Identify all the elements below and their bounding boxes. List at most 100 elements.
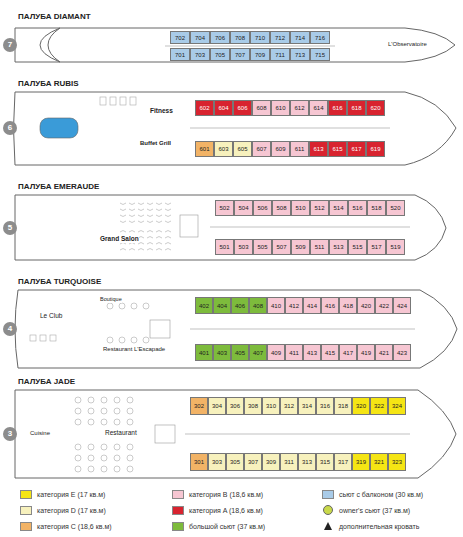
table — [119, 337, 125, 343]
cabin-number: 510 — [295, 205, 305, 211]
cabin: 323 — [388, 453, 406, 471]
seat-row — [165, 231, 171, 233]
cabin: 710 — [250, 31, 270, 44]
cabin: 716 — [310, 31, 330, 44]
cabin: 619 — [366, 141, 385, 157]
cabin: 607 — [252, 141, 271, 157]
cabin: 611 — [290, 141, 309, 157]
cabin: 608 — [252, 100, 271, 116]
cabin-number: 319 — [356, 459, 366, 465]
cabin: 606 — [233, 100, 252, 116]
cabin-number: 420 — [361, 303, 371, 309]
table — [127, 455, 133, 461]
table — [107, 303, 113, 309]
cabin-number: 515 — [352, 244, 362, 250]
cabin-number: 312 — [284, 403, 294, 409]
cabin-number: 316 — [320, 403, 330, 409]
cabin-number: 419 — [361, 350, 371, 356]
deck-title: ПАЛУБА TURQUOISE — [18, 278, 101, 286]
seat-row — [129, 215, 135, 217]
fitness-machine — [130, 97, 136, 105]
legend-text: owner's сьют (37 кв.м) — [339, 507, 410, 514]
table — [114, 466, 120, 472]
cabin-number: 406 — [235, 303, 245, 309]
cabin-number: 620 — [370, 105, 380, 111]
table — [143, 337, 149, 343]
cabin: 613 — [309, 141, 328, 157]
corridor — [210, 227, 410, 228]
cabin-number: 322 — [374, 403, 384, 409]
seat-row — [147, 237, 153, 239]
seat-row — [156, 231, 162, 233]
table — [88, 397, 94, 403]
seat-row — [165, 221, 171, 223]
table — [143, 303, 149, 309]
seat-row — [138, 215, 144, 217]
table — [114, 419, 120, 425]
cabin-number: 603 — [218, 146, 228, 152]
seat-row — [165, 203, 171, 205]
pool — [40, 118, 78, 138]
cabin: 518 — [367, 200, 386, 216]
deck-title: ПАЛУБА EMERAUDE — [18, 183, 99, 191]
seat-row — [147, 231, 153, 233]
cabin: 501 — [215, 239, 234, 255]
cabin-number: 606 — [237, 105, 247, 111]
seat-row — [165, 243, 171, 245]
cabin-number: 508 — [276, 205, 286, 211]
cabin: 610 — [271, 100, 290, 116]
cabin: 714 — [290, 31, 310, 44]
cabin: 508 — [272, 200, 291, 216]
cabin-number: 702 — [175, 35, 185, 41]
deck-number: 3 — [3, 427, 17, 441]
cabin: 423 — [393, 344, 411, 361]
seat-row — [129, 221, 135, 223]
table — [75, 397, 81, 403]
cabin: 711 — [270, 48, 290, 61]
cabin: 506 — [253, 200, 272, 216]
seat-row — [120, 215, 126, 217]
cabin: 317 — [334, 453, 352, 471]
seat-row — [147, 203, 153, 205]
cabin: 302 — [190, 397, 208, 415]
hull-rubis — [14, 92, 457, 165]
cabin-number: 421 — [379, 350, 389, 356]
cabin-number: 715 — [315, 52, 325, 58]
cabin: 604 — [214, 100, 233, 116]
cabin: 519 — [386, 239, 405, 255]
cabin-number: 313 — [302, 459, 312, 465]
legend-swatch — [20, 506, 32, 515]
table — [101, 397, 107, 403]
cabin-number: 402 — [199, 303, 209, 309]
cabin-number: 413 — [307, 350, 317, 356]
cabin-number: 509 — [295, 244, 305, 250]
cabin: 612 — [290, 100, 309, 116]
seat-row — [138, 237, 144, 239]
table — [75, 466, 81, 472]
seat-row — [156, 209, 162, 211]
cabin-number: 609 — [275, 146, 285, 152]
seat-row — [147, 215, 153, 217]
stairs — [150, 320, 170, 338]
legend-text: большой сьют (37 кв.м) — [189, 523, 265, 530]
deck-number-text: 3 — [8, 430, 12, 438]
cabin: 421 — [375, 344, 393, 361]
cabin-number: 411 — [289, 350, 299, 356]
cabin: 415 — [321, 344, 339, 361]
cabin-number: 418 — [343, 303, 353, 309]
deck-number: 6 — [3, 121, 17, 135]
cabin-number: 321 — [374, 459, 384, 465]
cabin-number: 309 — [266, 459, 276, 465]
corridor — [190, 128, 390, 129]
cabin-number: 614 — [313, 105, 323, 111]
cabin-number: 519 — [390, 244, 400, 250]
cabin-number: 320 — [356, 403, 366, 409]
cabin: 511 — [310, 239, 329, 255]
cabin-number: 422 — [379, 303, 389, 309]
cabin: 417 — [339, 344, 357, 361]
corridor — [190, 329, 415, 330]
cabin: 401 — [195, 344, 213, 361]
seat-row — [129, 231, 135, 233]
hull-turquoise — [15, 290, 457, 368]
